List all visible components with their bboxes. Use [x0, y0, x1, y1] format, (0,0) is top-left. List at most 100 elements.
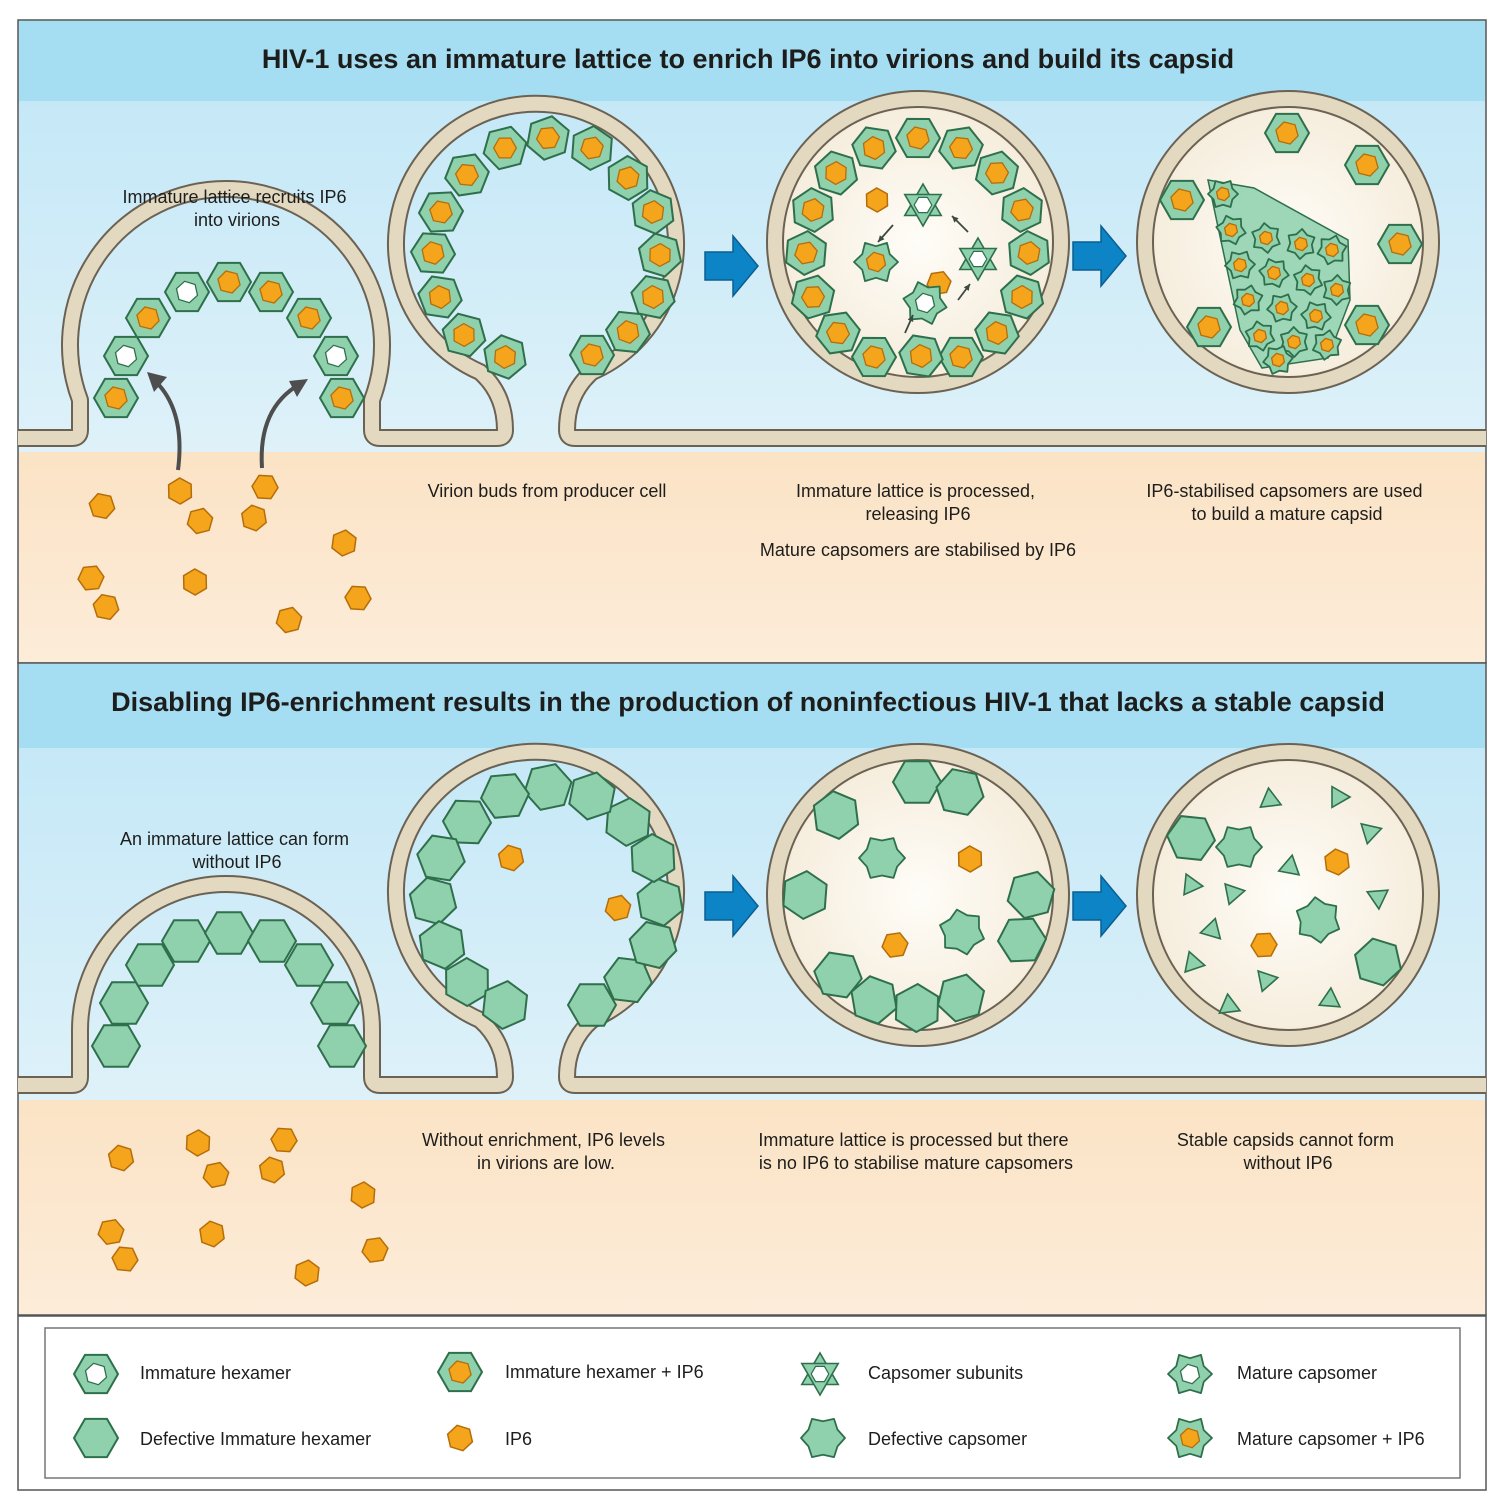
defective-immature-hexamer — [416, 834, 466, 882]
legend-label-immature-hexamer-ip6: Immature hexamer + IP6 — [505, 1362, 704, 1382]
ip6-molecule — [97, 1218, 125, 1246]
ip6-core — [136, 306, 160, 330]
defective-immature-hexamer — [90, 1024, 142, 1068]
defective-immature-hexamer — [566, 983, 618, 1027]
capsomer-core — [1232, 257, 1248, 273]
legend-label-ip6: IP6 — [505, 1429, 532, 1449]
panel-bottom-header-band — [19, 664, 1485, 748]
capsomer-core — [1252, 328, 1268, 344]
capsomer-subunits-center — [968, 250, 988, 268]
defective-immature-hexamer — [481, 979, 529, 1031]
capsomer-core — [1293, 236, 1309, 252]
immature-hexamer-pore — [324, 344, 348, 368]
capsomer-core — [1319, 337, 1335, 353]
process-arrow-4 — [1072, 873, 1127, 939]
ip6-core — [297, 306, 321, 330]
capsomer-subunit — [1331, 785, 1352, 809]
defective-capsomer — [1215, 826, 1263, 868]
capsomer-subunit — [1257, 969, 1280, 993]
defective-immature-hexamer — [891, 760, 943, 804]
defective-immature-hexamer — [936, 973, 986, 1023]
capsomer-subunit — [1365, 889, 1390, 911]
capsomer-subunit — [1259, 786, 1283, 809]
ip6-molecule — [881, 932, 909, 958]
capsomer-subunit — [1183, 872, 1205, 896]
immature-hexamer-pore — [175, 280, 199, 304]
panel-top: HIV-1 uses an immature lattice to enrich… — [17, 19, 1487, 664]
ip6-core — [429, 200, 453, 224]
process-arrow-1 — [704, 233, 759, 299]
ip6-core — [862, 345, 886, 369]
ip6-molecule — [77, 565, 105, 591]
capsomer-core — [1266, 265, 1282, 281]
defective-capsomer — [939, 908, 985, 956]
ip6-molecule — [258, 1156, 286, 1184]
ip6-core — [1388, 232, 1412, 256]
capsomer-subunit — [1277, 853, 1301, 876]
recruit-arrow-right-head — [289, 379, 308, 397]
immature-hexamer-pore — [114, 344, 138, 368]
assembly-arrow-head — [907, 315, 914, 322]
ip6-core — [985, 320, 1009, 346]
recruit-arrow-right — [259, 382, 301, 469]
caption-process-bottom: Immature lattice is processed but there … — [758, 1130, 1073, 1173]
ip6-core — [616, 319, 640, 345]
ip6-molecule — [1324, 848, 1350, 876]
capsomer-subunits-center — [913, 196, 933, 214]
ip6-molecule — [957, 845, 983, 873]
defective-capsomer — [800, 1418, 846, 1458]
virion-processing-top-ring — [768, 92, 1068, 392]
ip6-core — [906, 126, 930, 150]
caption-recruit: Immature lattice recruits IP6 into virio… — [122, 187, 351, 230]
process-arrow-3 — [704, 873, 759, 939]
virion-processing-bottom-ring — [768, 745, 1068, 1045]
capsomer-core — [1270, 352, 1286, 368]
defective-immature-hexamer — [996, 917, 1048, 963]
defective-immature-hexamer — [812, 790, 860, 840]
assembly-arrow-head — [963, 284, 970, 291]
defective-immature-hexamer — [813, 951, 863, 999]
caption-bud: Virion buds from producer cell — [428, 481, 667, 501]
ip6-core — [949, 345, 973, 369]
capsomer-subunit — [1198, 916, 1222, 940]
capsomer-core — [914, 292, 936, 314]
immature-hexamer-pore — [84, 1362, 108, 1386]
legend-label-capsomer-subunits: Capsomer subunits — [868, 1363, 1023, 1383]
recruit-arrow-left-head — [147, 372, 167, 392]
ip6-core — [794, 241, 818, 265]
panel-bottom-cytoplasm — [19, 1100, 1485, 1314]
ip6-molecule — [251, 474, 279, 500]
panel-top-header-band — [19, 21, 1485, 101]
ip6-core — [909, 343, 933, 369]
caption-build: IP6-stabilised capsomers are used to bui… — [1146, 481, 1427, 524]
defective-immature-hexamer — [72, 1417, 120, 1459]
ip6-core — [616, 166, 640, 190]
capsomer-core — [1329, 282, 1345, 298]
ip6-molecule — [361, 1237, 389, 1263]
ip6-core — [421, 241, 445, 265]
ip6-core — [642, 284, 664, 310]
ip6-molecule — [186, 507, 214, 535]
ip6-molecule — [294, 1259, 320, 1287]
caption-process-top: Immature lattice is processed, releasing… — [796, 481, 1040, 524]
capsomer-core — [1258, 230, 1274, 246]
ip6-core — [1197, 315, 1221, 339]
ip6-core — [948, 136, 974, 160]
ip6-molecule — [167, 477, 193, 505]
ip6-molecule — [88, 492, 116, 520]
capsomer-core — [1179, 1363, 1201, 1385]
ip6-molecule — [92, 593, 120, 621]
capsomer-subunit — [1184, 950, 1207, 974]
capsomer-subunit — [1218, 992, 1242, 1015]
caption-stabilise: Mature capsomers are stabilised by IP6 — [760, 540, 1076, 560]
ip6-core — [1011, 284, 1033, 310]
defective-immature-hexamer — [630, 832, 676, 884]
defective-immature-hexamer — [124, 943, 176, 987]
ip6-core — [641, 199, 665, 225]
defective-capsomer — [858, 837, 906, 879]
legend-label-defective-capsomer: Defective capsomer — [868, 1429, 1027, 1449]
defective-immature-hexamer — [203, 911, 255, 955]
ip6-molecule — [331, 529, 357, 557]
ip6-molecule — [185, 1129, 211, 1157]
